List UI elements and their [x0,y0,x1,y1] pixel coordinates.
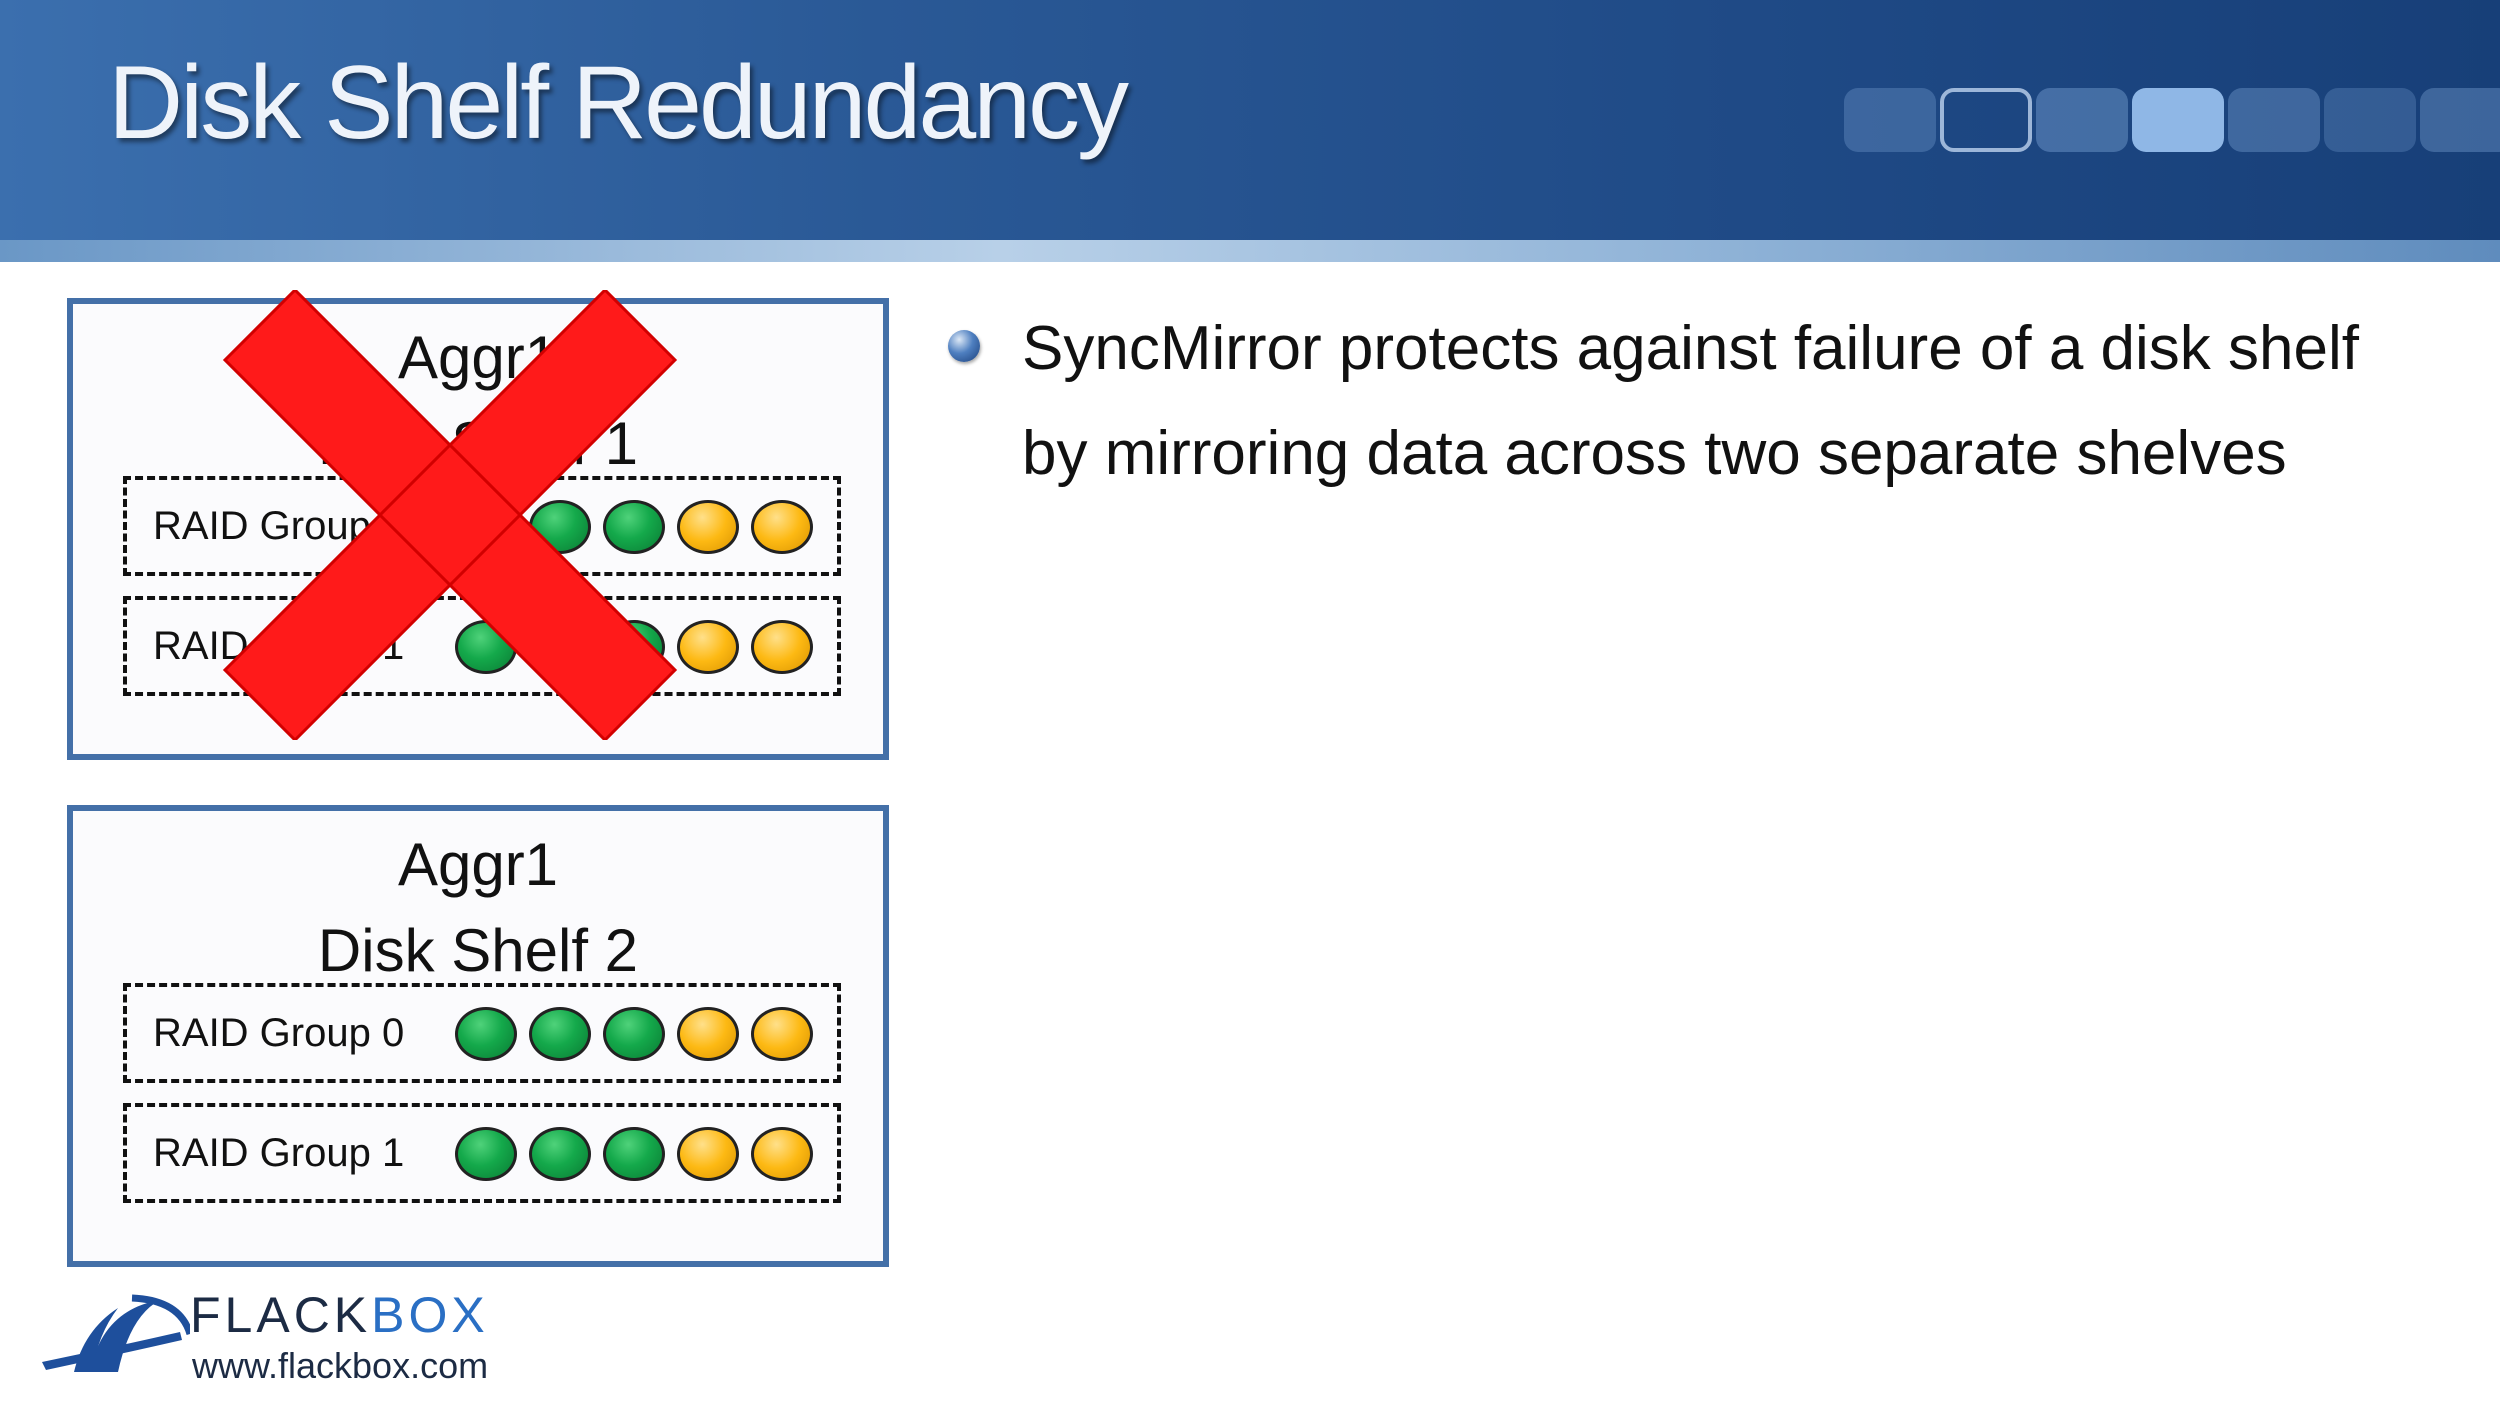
disk-icon [603,1127,665,1181]
disk-icon [529,1007,591,1061]
failure-x-icon [222,290,678,740]
slide-title: Disk Shelf Redundancy [108,45,1129,161]
disk-icon [751,1127,813,1181]
header-decoration-tile [1940,88,2032,152]
logo-url: www.flackbox.com [192,1345,489,1386]
disk-icon [751,1007,813,1061]
aggregate-label: Aggr1 [397,831,559,898]
disk-icon [751,620,813,674]
raid-group-label: RAID Group 1 [153,1131,405,1175]
disk-icon [455,1007,517,1061]
disk-icon [677,500,739,554]
header-decoration-tile [1844,88,1936,152]
logo-wordmark-flack: FLACK [190,1287,372,1343]
header-decoration-tile [2132,88,2224,152]
flackbox-logo: FLACKBOX www.flackbox.com [40,1290,520,1390]
disk-shelf-2-box: Aggr1 Disk Shelf 2 RAID Group 0 RAID Gro… [67,805,889,1267]
logo-wordmark: FLACKBOX [190,1290,489,1340]
header-decoration-tile [2228,88,2320,152]
disk-icon [677,620,739,674]
bridge-logo-icon [42,1294,190,1372]
header-decoration-tile [2420,88,2500,152]
slide-header: Disk Shelf Redundancy [0,0,2500,262]
disk-icon [677,1007,739,1061]
disk-icon [603,1007,665,1061]
bullet-icon [948,330,980,362]
disk-icon [603,500,665,554]
logo-wordmark-box: BOX [371,1287,489,1343]
header-decoration-tile [2324,88,2416,152]
shelf-label: Disk Shelf 2 [317,917,639,984]
raid-group-box: RAID Group 0 [123,983,841,1083]
disk-icon [751,500,813,554]
header-decoration-tile [2036,88,2128,152]
disk-icon [529,1127,591,1181]
disk-icon [677,1127,739,1181]
disk-icon [455,1127,517,1181]
raid-group-box: RAID Group 1 [123,1103,841,1203]
raid-group-label: RAID Group 0 [153,1011,405,1055]
bullet-text: SyncMirror protects against failure of a… [1022,314,2359,488]
